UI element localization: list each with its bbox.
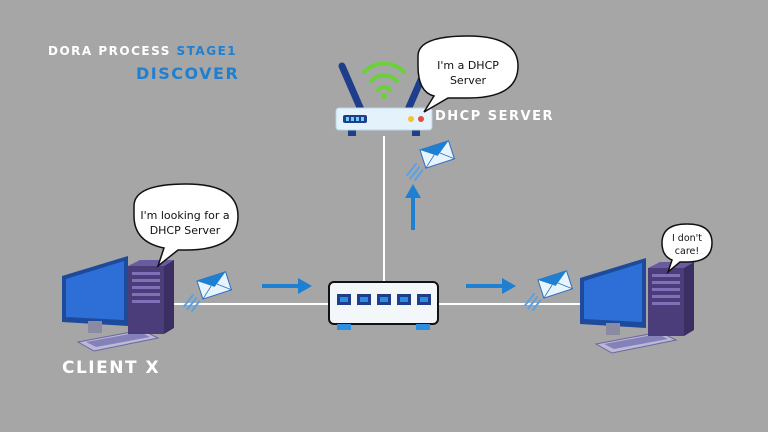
desktop-computer-icon [62, 256, 174, 352]
speech-bubble-icon [133, 183, 239, 269]
speech-bubble-icon [661, 223, 713, 275]
arrow-right-icon [466, 278, 516, 294]
switch-icon [328, 281, 439, 330]
server-bubble-text: I'm a DHCP Server [437, 59, 499, 87]
desktop-computer-icon [580, 258, 694, 354]
envelope-icon [399, 139, 458, 183]
other-client-bubble-text: I don't care! [671, 233, 703, 257]
phase-title: DISCOVER [136, 64, 240, 83]
envelope-icon [176, 270, 235, 314]
diagram-title: DORA PROCESS STAGE1 [48, 44, 238, 58]
client-x-label: CLIENT X [62, 358, 161, 378]
client-bubble-text: I'm looking for a DHCP Server [140, 209, 230, 237]
arrow-up-icon [405, 184, 421, 230]
speech-bubble-icon [417, 35, 519, 113]
stage-label: STAGE1 [176, 44, 238, 58]
network-links [160, 136, 588, 305]
envelope-icon [517, 269, 576, 313]
dhcp-server-label: DHCP SERVER [435, 109, 554, 124]
wifi-icon [362, 61, 406, 99]
arrow-right-icon [262, 278, 312, 294]
